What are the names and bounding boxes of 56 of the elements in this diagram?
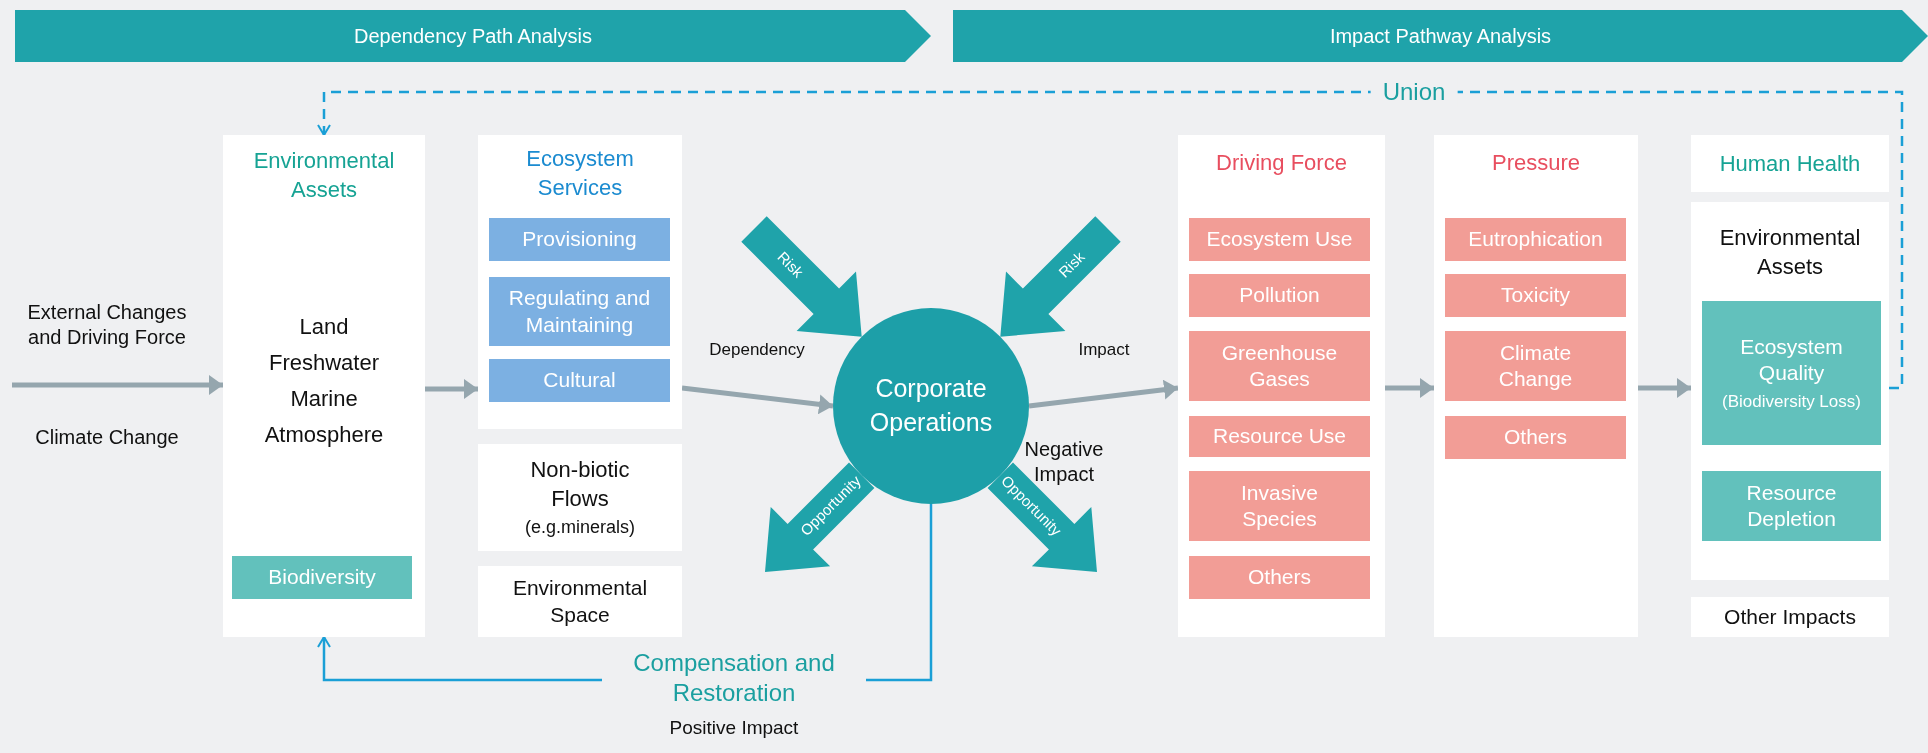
panel-text: Freshwater: [267, 349, 380, 377]
panel-text: (e.g.minerals): [524, 516, 636, 539]
column-panel: [1178, 135, 1385, 637]
category-box: Ecosystem Use: [1189, 218, 1370, 261]
box-title: Ecosystem Quality: [1739, 334, 1844, 387]
category-panel: Other Impacts: [1691, 597, 1889, 637]
category-box: Climate Change: [1445, 331, 1626, 401]
arrow: [681, 385, 834, 415]
category-box: Resource Use: [1189, 416, 1370, 457]
category-box: Biodiversity: [232, 556, 412, 599]
text-label: Positive Impact: [668, 716, 800, 740]
category-box: Eutrophication: [1445, 218, 1626, 261]
panel-heading: Driving Force: [1215, 149, 1348, 177]
column-panel: [223, 135, 425, 637]
panel-text: Marine: [289, 385, 359, 413]
panel-text: Land: [298, 313, 350, 341]
edge-label: Risk: [1054, 248, 1089, 283]
arrow: [317, 90, 1904, 390]
box-note: (Biodiversity Loss): [1722, 390, 1861, 412]
category-box: Others: [1445, 416, 1626, 459]
category-box: Cultural: [489, 359, 670, 402]
category-box: Toxicity: [1445, 274, 1626, 317]
block-arrow: [741, 216, 862, 337]
block-arrow: [1000, 216, 1121, 337]
arrow: [1638, 378, 1691, 398]
category-panel: Environmental Space: [478, 566, 682, 637]
category-box: Provisioning: [489, 218, 670, 261]
category-box: [1702, 301, 1881, 445]
category-box: Resource Depletion: [1702, 471, 1881, 541]
category-panel: Human Health: [1691, 135, 1889, 192]
column-panel: [1434, 135, 1638, 637]
panel-heading: Environmental Assets: [252, 147, 396, 204]
arrow: [1028, 379, 1179, 409]
category-box: Greenhouse Gases: [1189, 331, 1370, 401]
category-box: Regulating and Maintaining: [489, 277, 670, 346]
panel-heading: Pressure: [1490, 149, 1581, 177]
edge-label: Impact: [1078, 339, 1130, 361]
category-box: Pollution: [1189, 274, 1370, 317]
section-banner: Dependency Path Analysis: [15, 10, 931, 62]
column-panel: [1691, 202, 1889, 580]
text-label: Climate Change: [34, 425, 180, 450]
arrow: [1385, 378, 1434, 398]
arrow: [425, 379, 478, 399]
block-arrow: [765, 462, 875, 572]
panel-text: Atmosphere: [263, 421, 385, 449]
category-box: Invasive Species: [1189, 471, 1370, 541]
panel-heading: Non-biotic Flows: [529, 456, 631, 513]
column-panel: [478, 135, 682, 429]
arrow: [12, 375, 223, 395]
text-label: External Changes and Driving Force: [26, 300, 188, 350]
category-box: Others: [1189, 556, 1370, 599]
panel-heading: Ecosystem Services: [525, 145, 635, 202]
section-banner: Impact Pathway Analysis: [953, 10, 1928, 62]
panel-heading: Environmental Assets: [1718, 224, 1862, 281]
block-arrow: [987, 462, 1097, 572]
edge-label: Dependency: [709, 339, 805, 361]
